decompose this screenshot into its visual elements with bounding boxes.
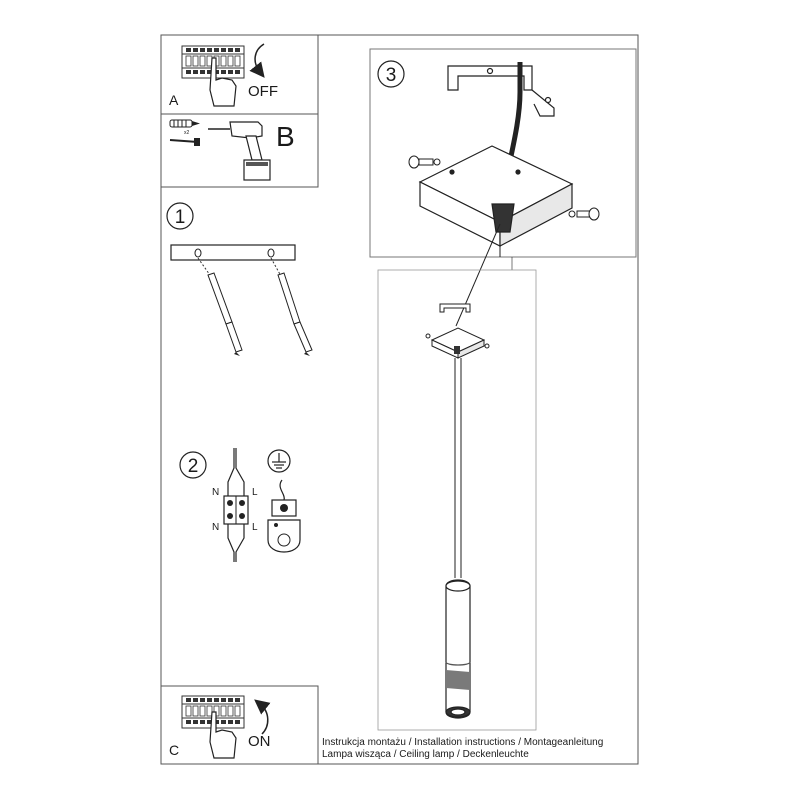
canopy-box [430,327,486,359]
wire-bottom [227,524,245,562]
suspension-cable [454,358,462,578]
hand-icon [209,711,237,759]
rotate-arrow-icon [254,699,271,735]
breaker-panel-icon [181,45,245,79]
step-3-number: 3 [386,65,397,86]
panel-b: x2 B [160,113,319,188]
terminal-l-top: L [252,487,258,498]
drill-icon [208,121,271,181]
terminal-block-icon [223,495,249,525]
caption-line-1: Instrukcja montażu / Installation instru… [322,737,604,748]
terminal-l-bottom: L [252,522,258,533]
step-3: 3 [369,48,637,258]
wall-plug-icon [197,257,243,356]
mounting-bar [170,244,296,261]
panel-a-off-label: OFF [248,83,278,100]
ground-terminal [267,499,301,553]
screw-icon [408,155,441,169]
zoom-connector [455,223,501,327]
step-2-number: 2 [188,456,199,477]
lamp-frame [377,269,537,731]
screw-icon [568,207,600,221]
wall-plug-count: x2 [184,130,190,136]
panel-c: C ON [160,685,319,765]
hand-icon [209,57,237,107]
screw-icon [169,138,200,146]
panel-c-on-label: ON [248,733,271,750]
step-1-number: 1 [175,207,186,228]
canopy-box [418,145,574,247]
wire-top [227,448,245,496]
panel-a-letter: A [169,92,179,108]
terminal-n-top: N [212,487,219,498]
ground-symbol-icon [267,449,291,473]
panel-a: A OFF [160,34,319,115]
lamp-shade [445,579,471,719]
caption-line-2: Lampa wisząca / Ceiling lamp / Deckenleu… [322,749,529,760]
panel-b-letter: B [276,121,295,152]
outer-frame [160,34,639,765]
step-1: 1 [166,202,313,356]
panel-c-letter: C [169,742,179,758]
terminal-n-bottom: N [212,522,219,533]
ceiling-bracket [439,303,471,313]
wall-plug-icon [270,257,313,356]
step-2: 2 N L N L [179,448,301,562]
lamp-assembly [377,269,537,731]
wall-plug-icon [169,119,200,128]
ceiling-bracket [447,65,555,117]
rotate-arrow-icon [249,43,265,78]
